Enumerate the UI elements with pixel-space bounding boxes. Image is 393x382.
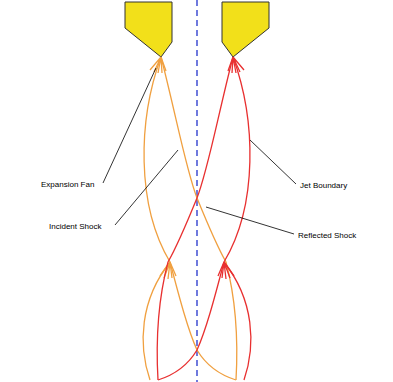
leader-lines [103, 68, 296, 234]
expansion-fan [228, 57, 244, 73]
orange-wave-system [143, 57, 237, 380]
leader-line [103, 68, 156, 183]
callout-label: Incident Shock [48, 222, 102, 232]
expansion-fan [218, 262, 234, 279]
leader-line [250, 140, 296, 184]
shock-line [158, 262, 224, 380]
nozzle-lip [125, 2, 172, 57]
leader-line [206, 207, 294, 234]
shock-line [170, 262, 236, 380]
centerline [196, 0, 197, 382]
shock-line [161, 57, 237, 380]
jet-boundary [224, 57, 251, 380]
red-wave-system [157, 57, 251, 380]
callout-label: Reflected Shock [297, 231, 357, 241]
jet-boundary [143, 57, 170, 380]
expansion-fan [150, 57, 166, 73]
shock-line [157, 57, 233, 380]
callout-label: Expansion Fan [40, 180, 95, 190]
callout-label: Jet Boundary [299, 181, 348, 191]
nozzle-lip [222, 2, 269, 57]
leader-line [115, 150, 178, 225]
